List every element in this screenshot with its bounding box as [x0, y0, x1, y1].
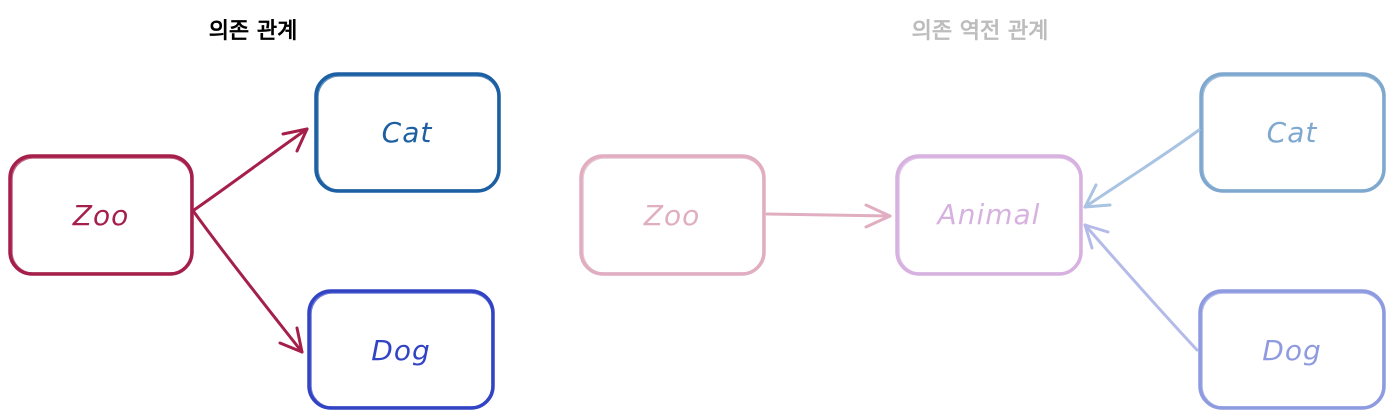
left-node-zoo: Zoo — [8, 154, 194, 276]
right-node-dog-label: Dog — [1262, 334, 1321, 367]
right-node-zoo: Zoo — [579, 154, 766, 276]
right-node-cat: Cat — [1199, 72, 1386, 193]
right-node-dog: Dog — [1198, 289, 1386, 410]
right-arrow-zoo-to-animal — [765, 203, 892, 229]
left-diagram: 의존 관계 Zoo Cat Dog — [8, 19, 501, 410]
left-node-zoo-label: Zoo — [72, 199, 129, 232]
right-arrow-dog-to-animal — [1083, 223, 1199, 352]
right-node-animal-label: Animal — [936, 198, 1041, 231]
left-node-dog: Dog — [307, 289, 495, 410]
right-diagram-title: 의존 역전 관계 — [912, 19, 1049, 44]
left-node-cat: Cat — [314, 72, 501, 193]
left-node-cat-label: Cat — [382, 116, 433, 149]
right-arrow-cat-to-animal — [1083, 128, 1201, 209]
right-node-zoo-label: Zoo — [643, 199, 700, 232]
left-node-dog-label: Dog — [371, 334, 430, 367]
right-node-animal: Animal — [895, 154, 1083, 276]
left-diagram-title: 의존 관계 — [209, 19, 298, 44]
right-node-cat-label: Cat — [1267, 116, 1318, 149]
right-diagram: 의존 역전 관계 Zoo Animal Cat — [579, 19, 1386, 410]
left-arrow-zoo-to-dog — [192, 210, 304, 354]
left-arrow-zoo-to-cat — [192, 127, 309, 212]
